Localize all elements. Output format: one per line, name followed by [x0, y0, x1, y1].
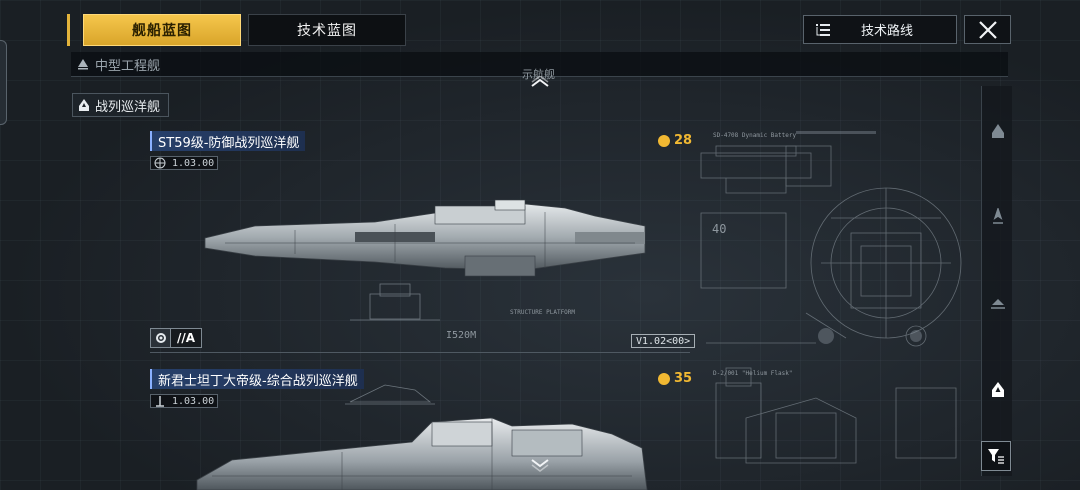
- coin-icon: [658, 134, 670, 147]
- battlecruiser-icon[interactable]: [989, 381, 1007, 399]
- cruiser-icon[interactable]: [989, 295, 1007, 313]
- tab-tech-blueprint[interactable]: 技术蓝图: [248, 14, 406, 46]
- destroyer-icon[interactable]: [989, 208, 1007, 226]
- gear-icon: [151, 329, 171, 347]
- blueprint-label: D-2/001 "Helium Flask": [713, 370, 793, 377]
- category-battlecruiser[interactable]: 战列巡洋舰: [72, 93, 170, 117]
- ship-cost: 28: [658, 133, 692, 148]
- ship-version: 1.03.00: [172, 157, 215, 169]
- tech-route-button[interactable]: 技术路线: [803, 15, 957, 44]
- close-button[interactable]: [964, 15, 1011, 44]
- blueprint-panel: [700, 131, 962, 464]
- ship-model-constantine[interactable]: [192, 410, 652, 490]
- divider: [150, 352, 690, 353]
- ship-type-icon: [156, 396, 164, 407]
- ship-class-sidebar: [981, 86, 1012, 476]
- blueprint-label: I520M: [446, 330, 477, 341]
- ship-version-tag: 1.03.00: [150, 394, 219, 408]
- ship-role-class: //A: [171, 329, 202, 347]
- tech-route-label: 技术路线: [860, 24, 913, 39]
- side-handle[interactable]: [0, 40, 7, 125]
- ship-class-icon: [78, 59, 88, 70]
- blueprint-label: 40: [712, 222, 727, 236]
- category-label: 战列巡洋舰: [95, 99, 161, 115]
- blueprint-label: SD-4708 Dynamic Battery: [713, 132, 797, 139]
- filter-icon: [988, 449, 1004, 464]
- ship-cost: 35: [658, 371, 692, 386]
- filter-button[interactable]: [981, 441, 1011, 471]
- category-medium-engineering[interactable]: 中型工程舰: [71, 52, 1008, 77]
- battlecruiser-class-icon: [79, 99, 89, 111]
- ship-cost-value: 28: [674, 133, 693, 148]
- category-label: 中型工程舰: [95, 58, 161, 74]
- frigate-icon[interactable]: [989, 122, 1007, 140]
- ship-version-tag: 1.03.00: [150, 156, 219, 170]
- scroll-up-chevron-icon[interactable]: [530, 76, 550, 88]
- ship-title[interactable]: 新君士坦丁大帝级-综合战列巡洋舰: [150, 369, 364, 389]
- close-icon: [978, 20, 997, 39]
- tab-ship-blueprint[interactable]: 舰船蓝图: [83, 14, 241, 46]
- ship-cost-value: 35: [674, 371, 693, 386]
- partial-heading: 示航舰: [522, 68, 555, 81]
- ship-model-st59[interactable]: [195, 198, 650, 288]
- ship-version-code: V1.02<00>: [631, 334, 696, 348]
- list-icon: [816, 23, 830, 36]
- tab-accent-bar: [67, 14, 70, 46]
- ship-schematic: [345, 384, 435, 405]
- ship-schematic: [350, 283, 440, 321]
- ship-role-badge: //A: [150, 328, 203, 348]
- ship-version: 1.03.00: [172, 395, 215, 407]
- scroll-down-chevron-icon[interactable]: [530, 458, 550, 472]
- coin-icon: [658, 372, 670, 385]
- globe-icon: [154, 157, 166, 169]
- ship-title[interactable]: ST59级-防御战列巡洋舰: [150, 131, 306, 151]
- blueprint-label: STRUCTURE PLATFORM: [510, 309, 576, 316]
